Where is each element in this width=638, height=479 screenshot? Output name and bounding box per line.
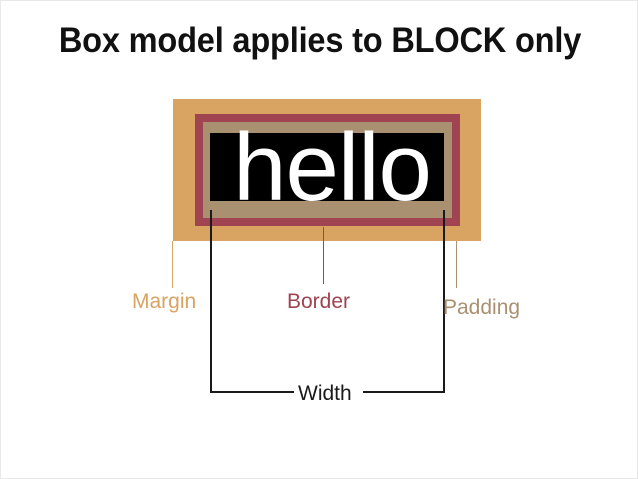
width-label: Width <box>298 382 352 405</box>
content-text: hello <box>233 114 432 221</box>
page-title: Box model applies to BLOCK only <box>58 21 582 60</box>
width-bracket-right-rule <box>363 391 445 393</box>
content-box: hello <box>210 114 444 221</box>
border-label: Border <box>287 290 351 313</box>
padding-box: hello <box>203 114 452 221</box>
border-box: hello <box>195 114 460 226</box>
width-bracket-left-rule <box>210 391 294 393</box>
margin-leader-line <box>172 241 173 288</box>
border-leader-line <box>323 227 324 284</box>
width-bracket-left-arm <box>210 210 212 392</box>
width-bracket-right-arm <box>443 210 445 392</box>
margin-box: hello <box>173 99 481 241</box>
padding-leader-line <box>456 241 457 288</box>
padding-label: Padding <box>443 296 521 319</box>
margin-label: Margin <box>132 290 197 313</box>
